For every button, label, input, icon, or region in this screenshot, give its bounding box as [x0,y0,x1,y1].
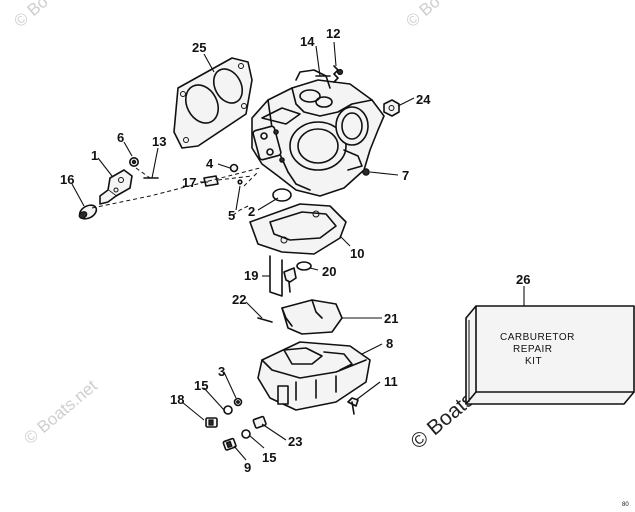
callout-leaders [71,41,525,461]
callout-13: 13 [152,134,166,149]
carburetor-body [251,69,385,197]
kit-label-line3: KIT [525,356,542,367]
part-16-bushing [78,204,98,220]
corner-code: 80 [622,502,629,508]
callout-4: 4 [206,156,214,171]
part-25-gasket [173,57,253,149]
callout-18: 18 [170,392,184,407]
part-15-gasket-lower [241,429,251,439]
callout-9: 9 [244,460,251,475]
kit-label-line2: REPAIR [513,344,553,355]
callout-3: 3 [218,364,225,379]
part-18-plug [205,417,218,428]
watermark-top-left: © Bo [10,0,51,31]
callout-6: 6 [117,130,124,145]
part-6-nut [129,157,140,168]
part-12-spring [333,65,344,83]
part-10-gasket [249,203,347,255]
callout-15-upper: 15 [194,378,208,393]
callout-20: 20 [322,264,336,279]
part-5-check-ball [237,179,243,185]
callout-12: 12 [326,26,340,41]
callout-labels: 25 14 12 24 6 13 1 16 4 17 5 2 7 10 19 2… [60,26,530,475]
callout-15-lower: 15 [262,450,276,465]
callout-2: 2 [248,204,255,219]
callout-7: 7 [402,168,409,183]
part-21-float [281,299,343,335]
part-4-washer [229,163,239,173]
assembly-lines [91,167,261,217]
callout-16: 16 [60,172,74,187]
part-8-float-bowl [257,341,371,411]
callout-17: 17 [182,175,196,190]
callout-25: 25 [192,40,206,55]
watermark-top-right: © Bo [402,0,443,31]
part-15-gasket-upper [223,405,233,415]
part-20-needle-seat [283,261,312,293]
part-3-screw [233,397,243,407]
watermark-bottom-left: © Boats.net [20,376,101,448]
part-23-plug [252,415,267,429]
callout-21: 21 [384,311,398,326]
callout-1: 1 [91,148,98,163]
part-1-lever [99,169,133,205]
part-22-pin [257,317,273,323]
part-11-screw [347,397,359,415]
part-17-needle [203,175,219,187]
callout-26: 26 [516,272,530,287]
callout-5: 5 [228,208,235,223]
part-2-o-ring [272,188,292,202]
callout-22: 22 [232,292,246,307]
callout-11: 11 [384,374,398,389]
part-9-plug [222,437,237,451]
callout-19: 19 [244,268,258,283]
part-24-nut [383,99,400,117]
callout-24: 24 [416,92,431,107]
callout-23: 23 [288,434,302,449]
callout-8: 8 [386,336,393,351]
kit-label-line1: CARBURETOR [500,332,575,343]
part-26-repair-kit: CARBURETOR REPAIR KIT [465,305,635,405]
callout-14: 14 [300,34,315,49]
part-19-float-pin [269,255,283,297]
callout-10: 10 [350,246,364,261]
part-7-screw [362,168,370,176]
